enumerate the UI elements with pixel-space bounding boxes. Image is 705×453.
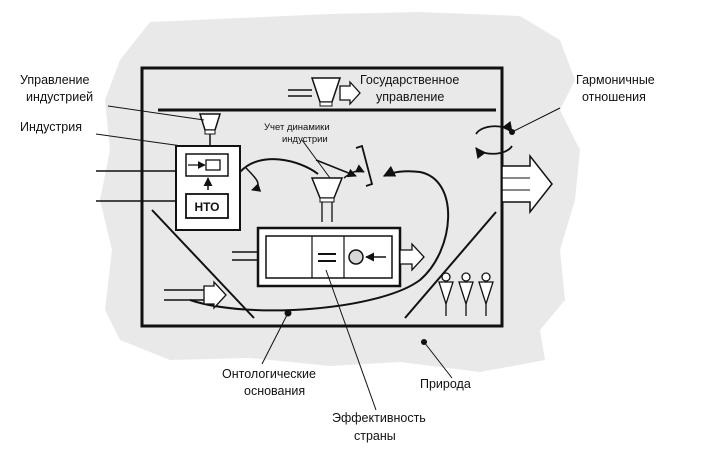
industry-management-label-line2: индустрией: [26, 90, 93, 104]
dynamics-label-line2: индустрии: [282, 134, 328, 145]
country-efficiency-label-line2: страны: [354, 429, 396, 443]
feedback-loop-curve: [189, 165, 450, 312]
industry-block: НТО: [175, 145, 241, 231]
ontological-label-line2: основания: [244, 384, 305, 398]
output-big-arrow: [501, 153, 553, 215]
ontological-label-line1: Онтологические: [222, 367, 316, 381]
harmonious-cycle-icon: [475, 120, 515, 160]
dynamics-funnel-icon: [310, 144, 374, 222]
dynamics-label-line1: Учет динамики: [264, 122, 330, 133]
state-management-funnel-icon: [288, 77, 361, 107]
industry-management-label-line1: Управление: [20, 73, 90, 87]
state-management-label-line2: управление: [376, 90, 444, 104]
nature-label: Природа: [420, 377, 471, 391]
leader-lines: [95, 105, 561, 411]
industry-input-arrows: [96, 170, 176, 202]
nto-box: [185, 193, 229, 219]
lower-left-input-arrow: [164, 280, 227, 310]
nto-label: НТО: [194, 200, 219, 214]
industry-to-dynamics-curve: [239, 158, 319, 175]
right-diagonal: [404, 211, 497, 319]
state-management-label-line1: Государственное: [360, 73, 459, 87]
country-efficiency-label-line1: Эффективность: [332, 411, 426, 425]
nature-resources-icon: [438, 272, 494, 316]
harmonious-relations-label-line1: Гармоничные: [576, 73, 655, 87]
country-efficiency-block: [256, 226, 402, 288]
harmonious-relations-label-line2: отношения: [582, 90, 646, 104]
industry-label: Индустрия: [20, 120, 82, 134]
left-diagonal: [151, 209, 255, 319]
efficiency-output-arrow: [399, 242, 425, 272]
